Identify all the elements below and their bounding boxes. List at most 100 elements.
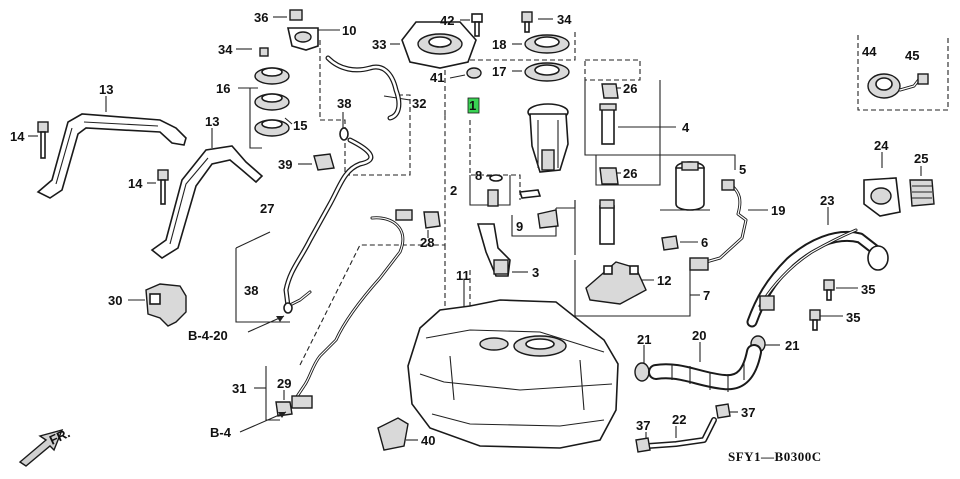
plate-33 — [401, 21, 477, 69]
grommet-41 — [466, 67, 482, 79]
callout-13-left: 13 — [99, 82, 113, 97]
callout-17: 17 — [492, 64, 506, 79]
callout-31: 31 — [232, 381, 246, 396]
callout-45: 45 — [905, 48, 919, 63]
bolt-35-top — [823, 279, 835, 301]
callout-32: 32 — [412, 96, 426, 111]
connector-28 — [423, 211, 441, 229]
callout-labels: 1 2 3 4 5 6 7 8 9 10 11 12 13 13 14 14 1… — [10, 10, 928, 464]
washer-8 — [489, 174, 503, 182]
tether-45 — [898, 73, 929, 92]
clip-37-right — [715, 403, 731, 419]
sender-3 — [476, 223, 511, 277]
diagram-code: SFY1—B0300C — [728, 449, 822, 464]
filter-4 — [599, 103, 617, 145]
vent-tube-27 — [283, 137, 374, 309]
callout-40: 40 — [421, 433, 435, 448]
fuel-line-31 — [291, 209, 413, 409]
grommet-25 — [909, 179, 935, 207]
tube-in-7 — [599, 199, 615, 245]
gasket-26-bottom — [599, 167, 619, 185]
reference-b420-label: B-4-20 — [188, 328, 228, 343]
callout-29: 29 — [277, 376, 291, 391]
callout-11: 11 — [456, 268, 470, 283]
clip-39 — [313, 153, 335, 171]
callout-12: 12 — [657, 273, 671, 288]
bolt-34-right — [521, 11, 533, 33]
hose-20 — [648, 344, 762, 392]
callout-14-right: 14 — [128, 176, 143, 191]
callout-30: 30 — [108, 293, 122, 308]
callout-24: 24 — [874, 138, 889, 153]
bolt-14-right — [157, 169, 169, 205]
fuel-tank-11 — [407, 299, 619, 449]
callout-21-right: 21 — [785, 338, 799, 353]
charcoal-canister-30 — [145, 283, 187, 327]
callout-38-top: 38 — [337, 96, 351, 111]
reference-b4-label: B-4 — [210, 425, 232, 440]
callout-38-bottom: 38 — [244, 283, 258, 298]
clip-38-bottom — [283, 302, 293, 314]
callout-34-left: 34 — [218, 42, 233, 57]
fuel-pump-assembly-1 — [527, 103, 569, 173]
callout-7: 7 — [703, 288, 710, 303]
filler-pipe-23 — [746, 228, 889, 328]
callout-8: 8 — [475, 168, 482, 183]
callout-36: 36 — [254, 10, 268, 25]
valve-10 — [287, 9, 319, 51]
harness-19 — [689, 179, 748, 271]
callout-44: 44 — [862, 44, 877, 59]
reference-arrow-b420 — [247, 315, 285, 333]
ring-17 — [524, 62, 570, 82]
callout-35-bottom: 35 — [846, 310, 860, 325]
callout-41: 41 — [430, 70, 444, 85]
bracket-40 — [377, 417, 409, 451]
part-6 — [661, 235, 679, 251]
reference-arrow-b4 — [239, 411, 287, 433]
clip-37-left — [635, 437, 651, 453]
callout-20: 20 — [692, 328, 706, 343]
bracket-12 — [585, 261, 647, 305]
front-label: FR. — [47, 425, 72, 447]
bracket-9 — [537, 209, 559, 229]
callout-35-top: 35 — [861, 282, 875, 297]
callout-21-left: 21 — [637, 332, 651, 347]
callout-37-left: 37 — [636, 418, 650, 433]
callout-42: 42 — [440, 13, 454, 28]
callout-14-left: 14 — [10, 129, 25, 144]
tube-22 — [645, 417, 717, 449]
tank-strap-13-right — [150, 145, 264, 259]
callout-25: 25 — [914, 151, 928, 166]
vent-tube-32 — [325, 55, 402, 121]
callout-33: 33 — [372, 37, 386, 52]
callout-34-right: 34 — [557, 12, 572, 27]
callout-18: 18 — [492, 37, 506, 52]
callout-22: 22 — [672, 412, 686, 427]
callout-6: 6 — [701, 235, 708, 250]
callout-10: 10 — [342, 23, 356, 38]
callout-1: 1 — [469, 98, 476, 113]
callout-27: 27 — [260, 201, 274, 216]
callout-26-bottom: 26 — [623, 166, 637, 181]
callout-19: 19 — [771, 203, 785, 218]
callout-9: 9 — [516, 219, 523, 234]
callout-15: 15 — [293, 118, 307, 133]
fuel-cap-44 — [867, 73, 901, 99]
front-arrow-icon — [18, 428, 64, 467]
callout-23: 23 — [820, 193, 834, 208]
filler-base-24 — [863, 177, 901, 217]
screw-42 — [471, 13, 483, 37]
clip-38-top — [339, 127, 349, 141]
valve-2 — [487, 189, 499, 207]
callout-3: 3 — [532, 265, 539, 280]
valve-stack-16 — [254, 47, 290, 137]
callout-5: 5 — [739, 162, 746, 177]
clamp-21-left — [634, 362, 650, 382]
callout-13-right: 13 — [205, 114, 219, 129]
tank-strap-13-left — [36, 113, 187, 199]
callout-4: 4 — [682, 120, 690, 135]
clip-part-near-2 — [518, 189, 542, 199]
callout-37-right: 37 — [741, 405, 755, 420]
filter-5 — [675, 161, 705, 211]
